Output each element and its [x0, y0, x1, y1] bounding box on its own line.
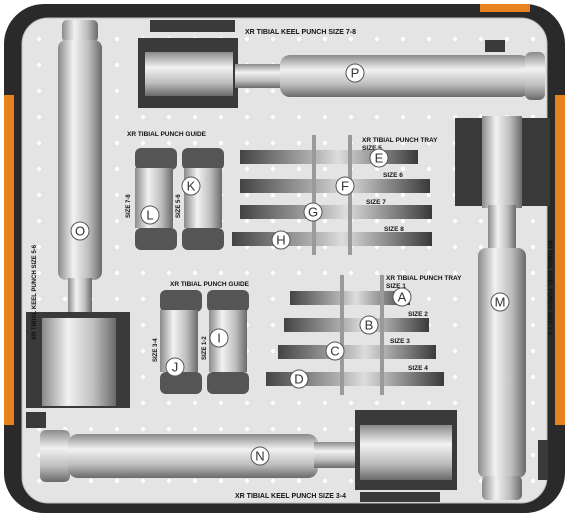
- svg-text:N: N: [255, 449, 264, 464]
- callout-N: N: [250, 446, 270, 466]
- keel-punch-1-2: [455, 116, 550, 500]
- label-tray-bottom-line2: SIZE 1: [386, 283, 406, 290]
- callout-G: G: [303, 202, 323, 222]
- keel-punch-5-6: [26, 20, 130, 428]
- label-guide-1-2: SIZE 1-2: [202, 336, 208, 360]
- svg-text:D: D: [294, 372, 303, 387]
- callout-C: C: [325, 341, 345, 361]
- label-keel-3-4: XR TIBIAL KEEL PUNCH SIZE 3-4: [235, 493, 346, 500]
- label-size-6: SIZE 6: [383, 172, 403, 179]
- callout-L: L: [140, 205, 160, 225]
- label-tray-top-line1: XR TIBIAL PUNCH TRAY: [362, 137, 438, 144]
- label-keel-7-8: XR TIBIAL KEEL PUNCH SIZE 7-8: [245, 29, 356, 36]
- svg-text:H: H: [276, 233, 285, 248]
- svg-text:E: E: [375, 151, 384, 166]
- label-guide-3-4: SIZE 3-4: [153, 338, 159, 362]
- label-guide-bottom: XR TIBIAL PUNCH GUIDE: [170, 281, 250, 288]
- svg-text:B: B: [365, 318, 374, 333]
- callout-K: K: [181, 176, 201, 196]
- callout-J: J: [165, 357, 185, 377]
- svg-text:O: O: [75, 224, 85, 239]
- label-guide-5-6: SIZE 5-6: [176, 194, 182, 218]
- svg-text:I: I: [217, 331, 221, 346]
- svg-text:A: A: [398, 290, 407, 305]
- label-size-2: SIZE 2: [408, 311, 428, 318]
- callout-M: M: [490, 292, 510, 312]
- svg-text:L: L: [146, 208, 153, 223]
- callout-B: B: [359, 315, 379, 335]
- keel-punch-7-8: [138, 20, 545, 108]
- svg-text:K: K: [187, 179, 196, 194]
- punch-tray-1-4: [266, 275, 444, 395]
- label-tray-bottom-line1: XR TIBIAL PUNCH TRAY: [386, 275, 462, 282]
- label-size-8: SIZE 8: [384, 226, 404, 233]
- callout-F: F: [335, 176, 355, 196]
- callout-P: P: [345, 63, 365, 83]
- svg-text:P: P: [351, 66, 360, 81]
- label-tray-top-line2: SIZE 5: [362, 145, 382, 152]
- label-size-4: SIZE 4: [408, 365, 428, 372]
- punch-guide-top: [135, 148, 224, 250]
- callout-I: I: [209, 328, 229, 348]
- orange-tab-right: [555, 95, 565, 425]
- svg-text:G: G: [308, 205, 318, 220]
- label-size-7: SIZE 7: [366, 199, 386, 206]
- callout-H: H: [271, 230, 291, 250]
- keel-punch-3-4: [40, 410, 457, 502]
- orange-tab-left: [4, 95, 14, 425]
- svg-text:J: J: [172, 360, 179, 375]
- callout-D: D: [289, 369, 309, 389]
- label-guide-7-8: SIZE 7-8: [126, 194, 132, 218]
- svg-text:M: M: [495, 295, 506, 310]
- label-keel-5-6: XR TIBIAL KEEL PUNCH SIZE 5-6: [32, 244, 38, 340]
- callout-A: A: [392, 287, 412, 307]
- callout-E: E: [369, 148, 389, 168]
- svg-text:F: F: [341, 179, 349, 194]
- label-keel-1-2: XR TIBIAL KEEL PUNCH SIZE 1-2: [546, 240, 552, 336]
- label-size-3: SIZE 3: [390, 338, 410, 345]
- label-guide-top: XR TIBIAL PUNCH GUIDE: [127, 131, 207, 138]
- orange-tab-top-right: [480, 4, 530, 12]
- svg-text:C: C: [330, 344, 339, 359]
- callout-O: O: [70, 221, 90, 241]
